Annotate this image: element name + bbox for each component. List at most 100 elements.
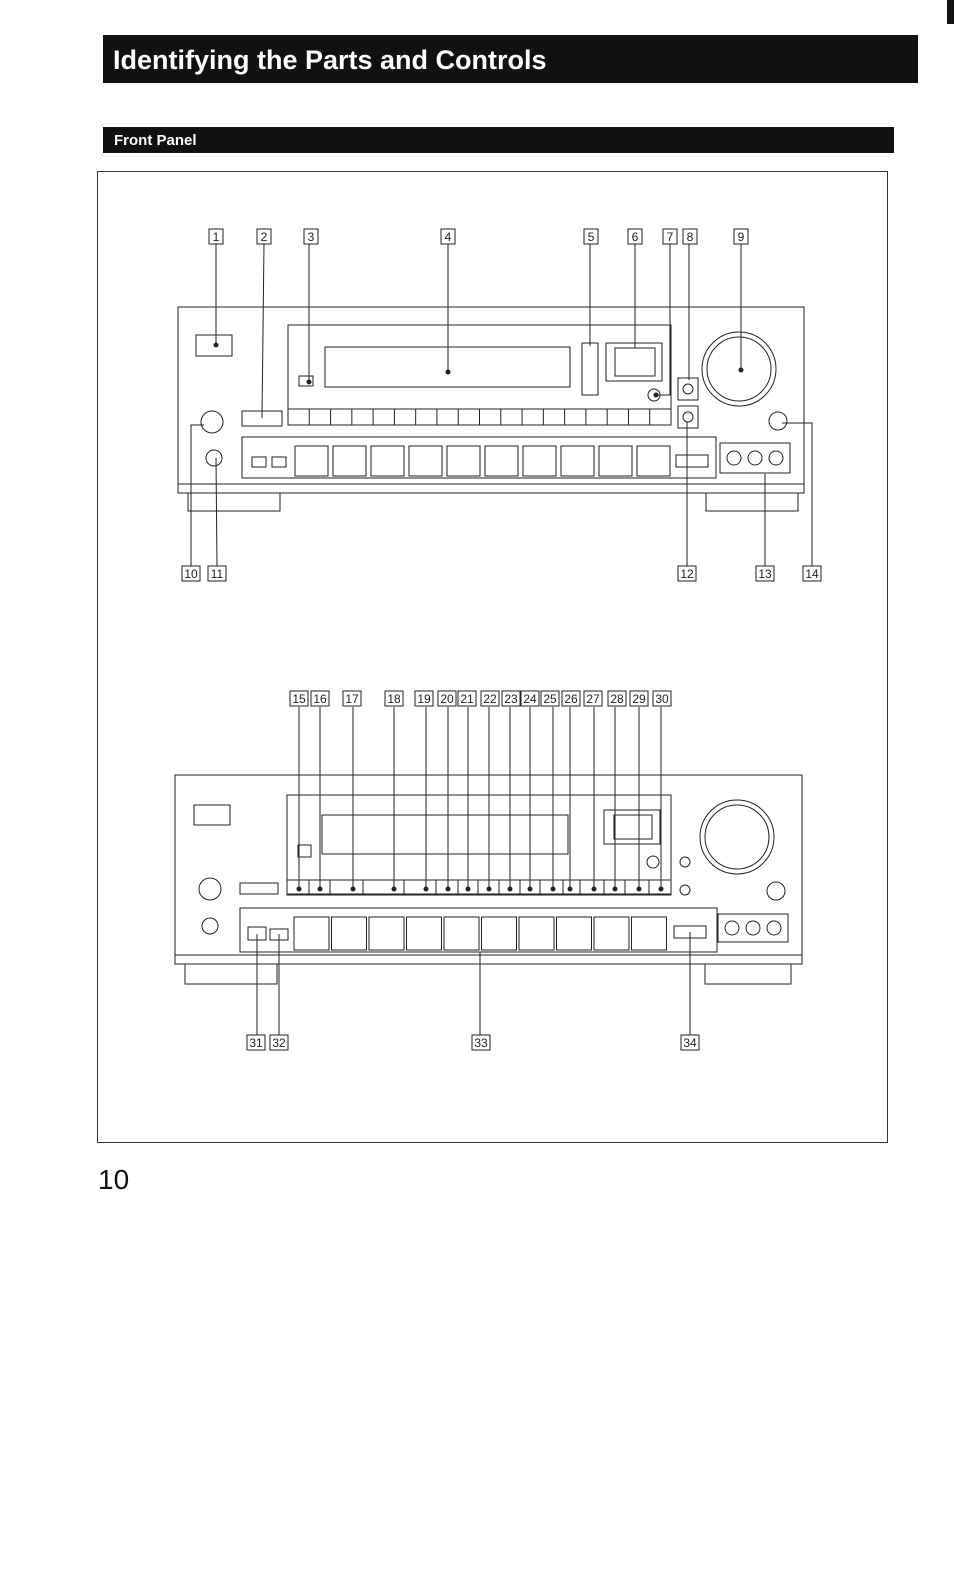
receiver-top-button-12-dot — [682, 411, 694, 423]
leader-10 — [190, 424, 204, 566]
input-button — [631, 916, 667, 951]
callout-box — [733, 228, 749, 245]
receiver-top-input-buttons — [294, 445, 671, 477]
callout-number: 28 — [610, 692, 624, 706]
callout-box — [269, 1034, 289, 1051]
callout-number: 3 — [308, 230, 315, 244]
receiver-top-power-switch — [200, 410, 224, 434]
receiver-top-body — [177, 306, 805, 494]
receiver-top-button-8 — [677, 377, 699, 401]
callout-number: 2 — [261, 230, 268, 244]
receiver-top-tuning-inner — [614, 347, 656, 377]
input-button — [443, 916, 480, 951]
function-strip-frame — [286, 879, 672, 895]
callout-number: 1 — [213, 230, 220, 244]
callout-box — [310, 690, 330, 707]
callout-number: 34 — [683, 1036, 697, 1050]
receiver-top-right-knob — [768, 411, 788, 431]
callout-box — [682, 228, 698, 245]
receiver-top-small-button-b — [271, 456, 287, 468]
leader-dot — [658, 886, 664, 892]
callout-box — [256, 228, 272, 245]
callout-box — [480, 690, 500, 707]
receiver-top-foot-left — [187, 492, 281, 512]
receiver-top — [177, 306, 805, 512]
callout-number: 30 — [655, 692, 669, 706]
input-button — [293, 916, 330, 951]
leader-dot — [317, 886, 323, 892]
callout-box — [520, 690, 540, 707]
leader-dot — [567, 886, 573, 892]
receiver-top-phones-jack — [205, 449, 223, 467]
page-title-text: Identifying the Parts and Controls — [113, 45, 547, 75]
leader-dot — [591, 886, 597, 892]
leader-dot — [653, 392, 659, 398]
callout-number: 16 — [313, 692, 327, 706]
callout-number: 18 — [387, 692, 401, 706]
callout-box — [289, 690, 309, 707]
receiver-top-indicator — [298, 375, 314, 387]
leader-dot — [306, 379, 312, 385]
leader-dot — [391, 886, 397, 892]
leader-dot — [350, 886, 356, 892]
callout-number: 15 — [292, 692, 306, 706]
input-button — [518, 916, 555, 951]
callout-box — [802, 565, 822, 582]
receiver-bottom-button-a — [679, 856, 691, 868]
input-button — [331, 916, 367, 951]
callout-number: 4 — [445, 230, 452, 244]
input-button — [522, 445, 557, 477]
input-button — [484, 445, 519, 477]
callout-number: 6 — [632, 230, 639, 244]
receiver-bottom-logo-panel — [193, 804, 231, 826]
receiver-bottom-right-knob — [766, 881, 786, 901]
callout-box — [181, 565, 201, 582]
callout-number: 23 — [504, 692, 518, 706]
callout-box — [437, 690, 457, 707]
page-title: Identifying the Parts and Controls — [103, 35, 918, 83]
callout-box — [583, 228, 599, 245]
leader-dot — [296, 886, 302, 892]
input-button — [636, 445, 671, 477]
callout-box — [540, 690, 560, 707]
leader-dot — [213, 342, 219, 348]
callout-number: 27 — [586, 692, 600, 706]
leader-dot — [612, 886, 618, 892]
callout-number: 33 — [474, 1036, 488, 1050]
receiver-top-foot-right — [705, 492, 799, 512]
callout-number: 25 — [543, 692, 557, 706]
callout-box — [208, 228, 224, 245]
receiver-bottom-small-knob — [646, 855, 660, 869]
callout-box — [677, 565, 697, 582]
callout-box — [561, 690, 581, 707]
input-button — [446, 445, 481, 477]
leader-dot — [550, 886, 556, 892]
leader-dot — [423, 886, 429, 892]
leader-14 — [782, 422, 813, 566]
receiver-top-button-8-dot — [682, 383, 694, 395]
leader-dot — [445, 369, 451, 375]
receiver-top-volume-knob-inner — [706, 336, 772, 402]
callout-number: 8 — [687, 230, 694, 244]
receiver-bottom-button-b — [679, 884, 691, 896]
callout-box — [607, 690, 627, 707]
leader-dot — [465, 886, 471, 892]
input-button — [370, 445, 405, 477]
receiver-bottom-indicator — [297, 844, 312, 858]
page-number: 10 — [98, 1164, 130, 1195]
receiver-bottom-volume-knob — [699, 799, 775, 875]
receiver-top-logo-panel — [195, 334, 233, 357]
figure-frame — [97, 171, 888, 1143]
receiver-top-group-knob-2 — [747, 450, 763, 466]
leader-dot — [636, 886, 642, 892]
receiver-bottom-power-switch — [198, 877, 222, 901]
input-button — [294, 445, 329, 477]
leader-7 — [656, 244, 671, 396]
callout-box — [246, 1034, 266, 1051]
callout-box — [303, 228, 319, 245]
callout-box — [583, 690, 603, 707]
receiver-bottom-phones-jack — [201, 917, 219, 935]
callout-number: 26 — [564, 692, 578, 706]
